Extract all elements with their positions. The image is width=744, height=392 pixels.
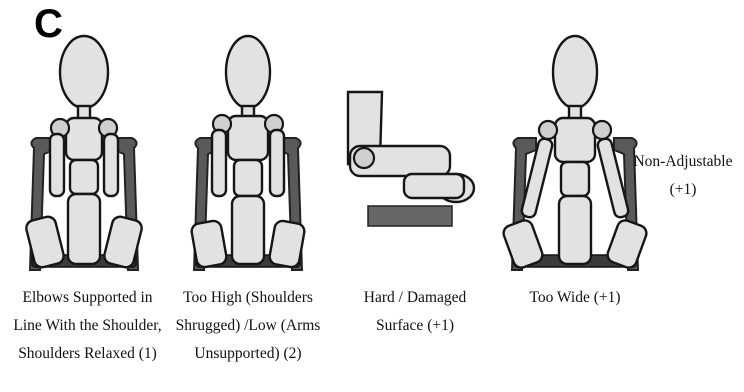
non-adjustable-label: Non-Adjustable (+1) bbox=[622, 148, 744, 204]
caption-elbows-supported: Elbows Supported in Line With the Should… bbox=[0, 284, 175, 368]
figure-too-high-low bbox=[178, 30, 318, 280]
figure-hard-surface bbox=[344, 88, 484, 238]
caption-hard-surface: Hard / Damaged Surface (+1) bbox=[345, 284, 485, 340]
figure-elbows-supported bbox=[14, 30, 154, 280]
caption-too-wide: Too Wide (+1) bbox=[505, 284, 645, 312]
caption-too-high-low: Too High (Shoulders Shrugged) /Low (Arms… bbox=[168, 284, 328, 368]
